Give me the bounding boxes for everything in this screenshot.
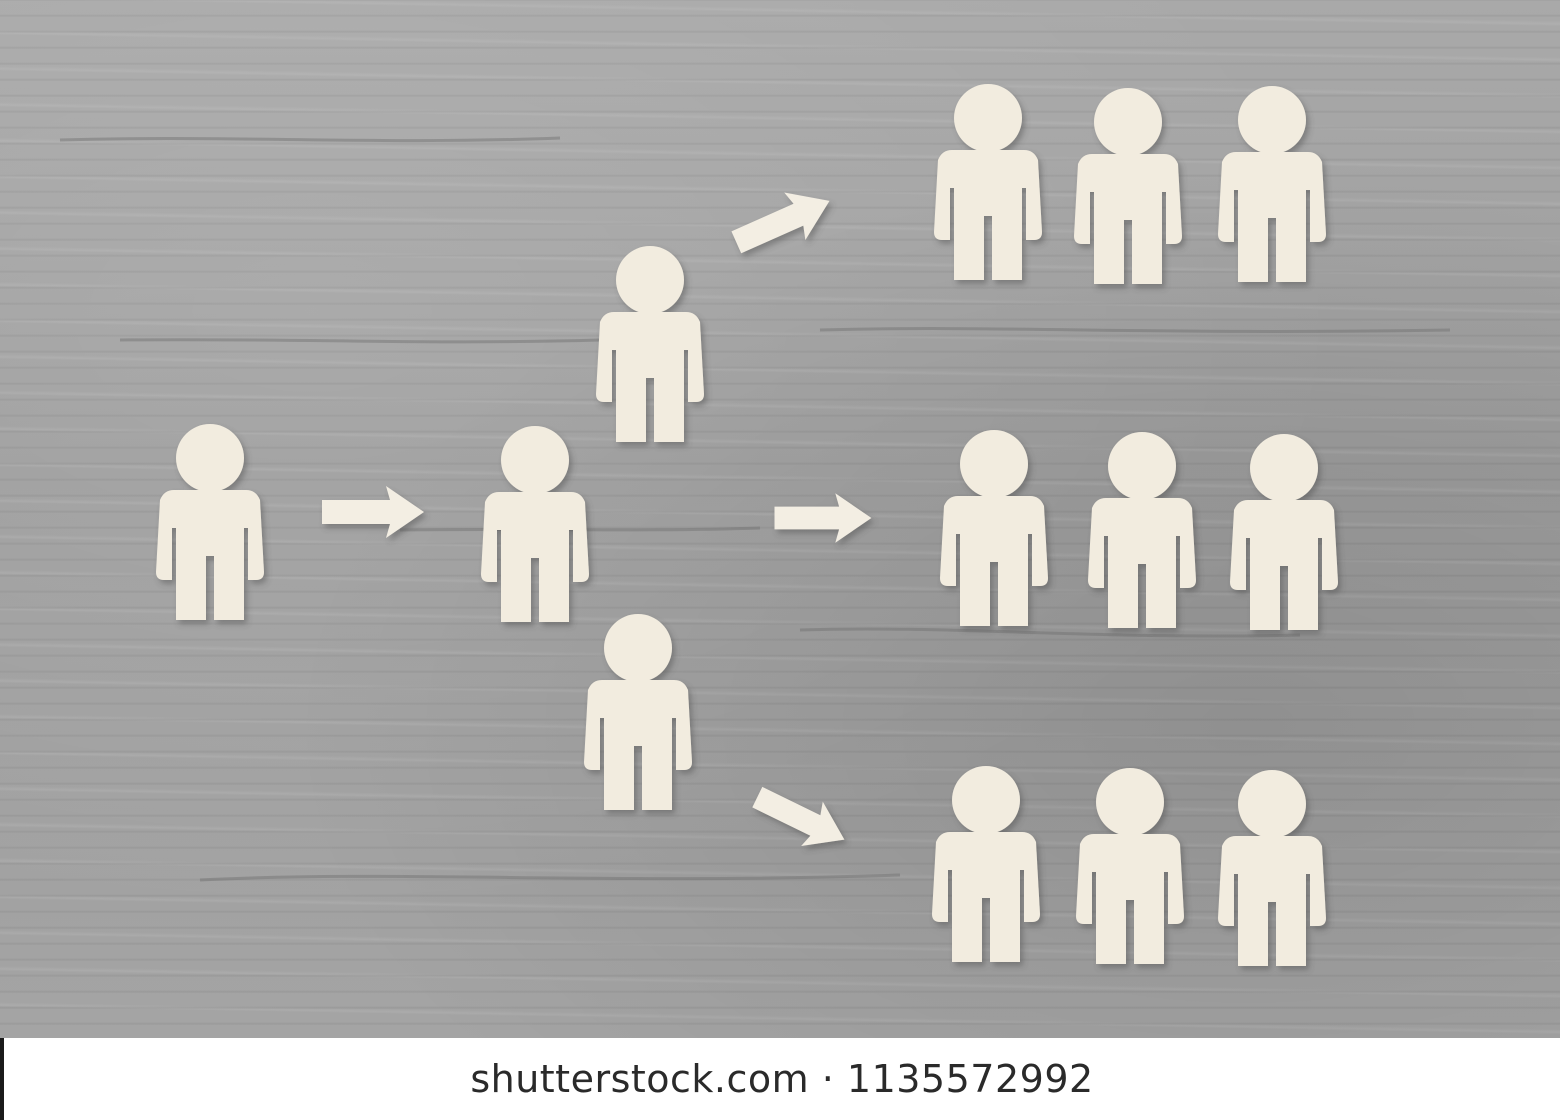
person-figure-icon <box>1218 770 1326 966</box>
arrow-icon <box>746 774 856 862</box>
person-figure-icon <box>1088 432 1196 628</box>
person-figure-icon <box>156 424 264 620</box>
photo-scene <box>59 84 1451 966</box>
person-figure-icon <box>481 426 589 622</box>
watermark-text: shutterstock.com · 1135572992 <box>470 1057 1094 1101</box>
person-figure-icon <box>1230 434 1338 630</box>
arrow-icon <box>725 177 841 267</box>
arrow-icon <box>774 493 872 543</box>
person-figure-icon <box>940 430 1048 626</box>
person-figure-icon <box>934 84 1042 280</box>
person-figure-icon <box>596 246 704 442</box>
person-figure-icon <box>1218 86 1326 282</box>
person-figure-icon <box>584 614 692 810</box>
person-figure-icon <box>1074 88 1182 284</box>
person-figure-icon <box>932 766 1040 962</box>
person-figure-icon <box>1076 768 1184 964</box>
photo <box>0 0 1560 1038</box>
watermark-bar: shutterstock.com · 1135572992 <box>0 1038 1560 1120</box>
